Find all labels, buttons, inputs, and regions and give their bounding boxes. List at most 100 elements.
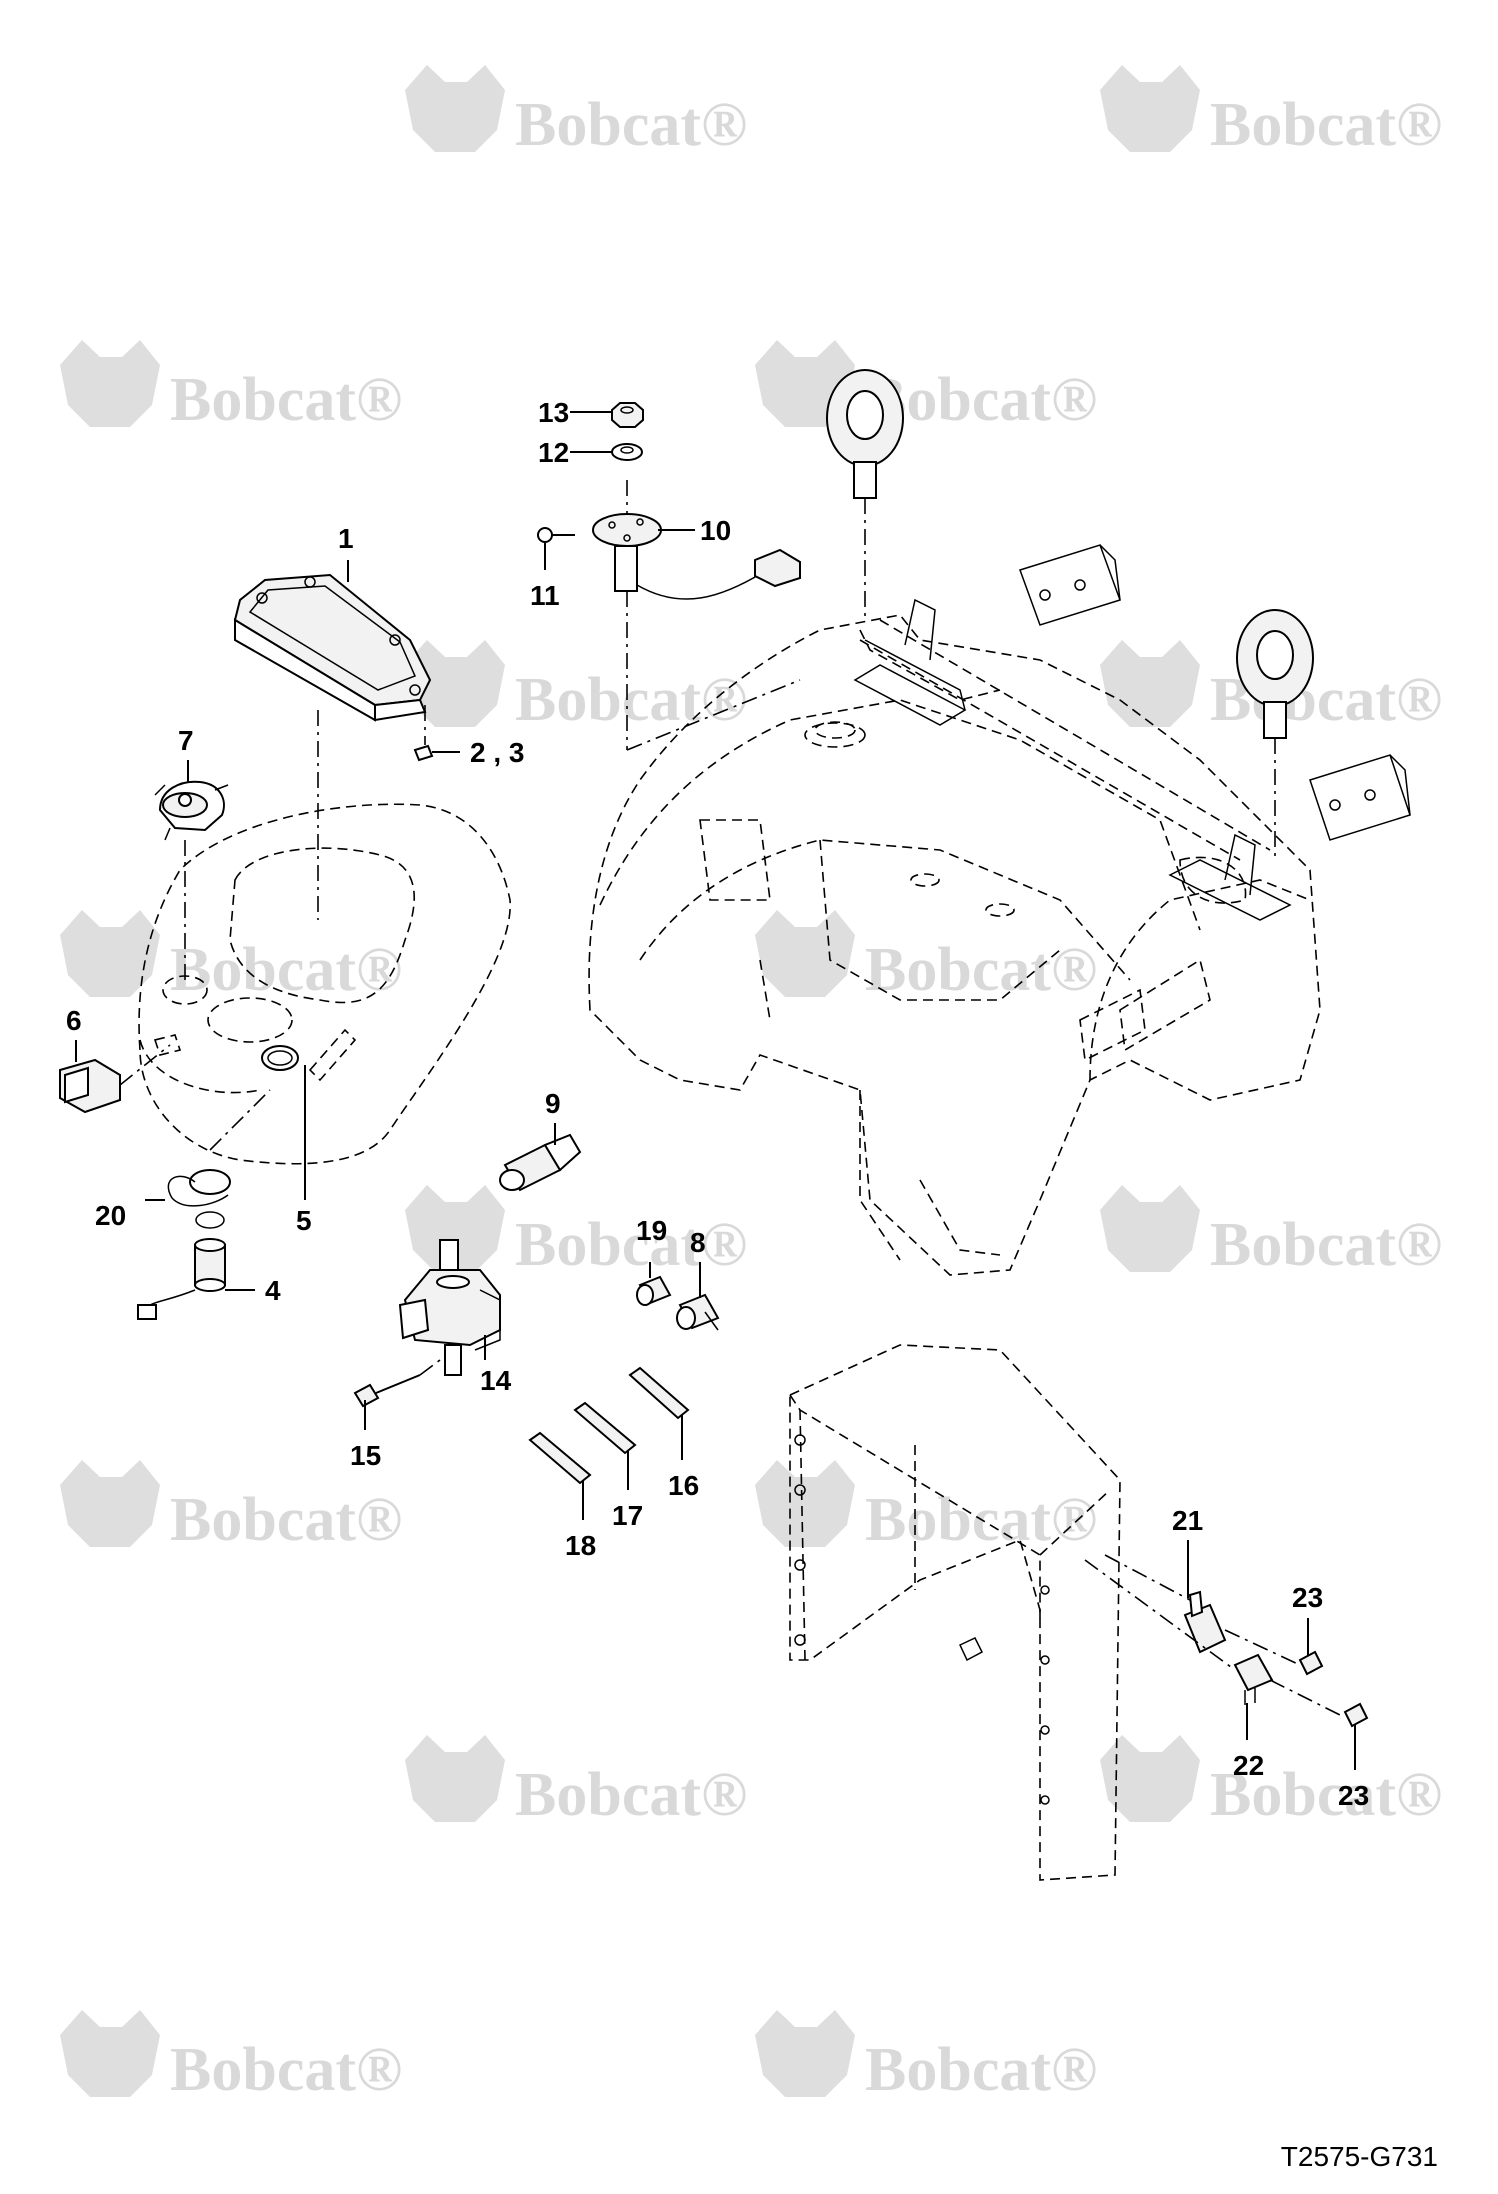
callouts: 1 2 , 3 4 5 6 7 8 9 10 11 12 13 14 15 16… bbox=[66, 397, 1369, 1811]
bobcat-watermark: Bobcat® bbox=[1100, 1185, 1442, 1279]
callout-18: 18 bbox=[565, 1530, 596, 1561]
watermark-text: Bobcat® bbox=[1210, 1761, 1442, 1829]
bobcat-watermark: Bobcat® bbox=[60, 910, 402, 1004]
callout-5: 5 bbox=[296, 1205, 312, 1236]
callout-8: 8 bbox=[690, 1227, 706, 1258]
callout-13: 13 bbox=[538, 397, 569, 428]
buzzer-part-7 bbox=[154, 780, 229, 985]
callout-21: 21 bbox=[1172, 1505, 1203, 1536]
callout-20: 20 bbox=[95, 1200, 126, 1231]
watermark-text: Bobcat® bbox=[515, 666, 747, 734]
watermark-text: Bobcat® bbox=[170, 936, 402, 1004]
callout-7: 7 bbox=[178, 725, 194, 756]
rocker-switch-part-6 bbox=[59, 1044, 171, 1114]
watermark-text: Bobcat® bbox=[865, 936, 1097, 1004]
bolt-part-15 bbox=[353, 1359, 441, 1408]
bobcat-logo-icon bbox=[60, 2010, 160, 2097]
bobcat-watermark: Bobcat® bbox=[1100, 65, 1442, 159]
fuse-blade-part-18 bbox=[528, 1431, 592, 1485]
bobcat-watermark: Bobcat® bbox=[60, 340, 402, 434]
fuel-sender-part-10 bbox=[592, 480, 801, 751]
watermark-text: Bobcat® bbox=[515, 1761, 747, 1829]
bobcat-logo-icon bbox=[755, 1460, 855, 1547]
callout-23-upper: 23 bbox=[1292, 1582, 1323, 1613]
bobcat-watermark: Bobcat® bbox=[60, 2010, 402, 2104]
watermark-text: Bobcat® bbox=[515, 1211, 747, 1279]
callout-15: 15 bbox=[350, 1440, 381, 1471]
callout-14: 14 bbox=[480, 1365, 512, 1396]
callout-2-3: 2 , 3 bbox=[470, 737, 524, 768]
watermark-layer: Bobcat® Bobcat® Bobcat® Bobcat® Bobcat® Bobca… bbox=[60, 65, 1442, 2104]
bobcat-logo-icon bbox=[60, 1460, 160, 1547]
bobcat-logo-icon bbox=[405, 1185, 505, 1272]
bobcat-watermark: Bobcat® bbox=[755, 340, 1097, 434]
plug-part-5 bbox=[261, 1045, 299, 1071]
sensor-part-9 bbox=[499, 1133, 582, 1192]
lifting-eye-right bbox=[1236, 609, 1314, 860]
fuse-holder-part-8 bbox=[676, 1293, 720, 1331]
bobcat-logo-icon bbox=[405, 65, 505, 152]
fuse-part-19 bbox=[636, 1275, 672, 1306]
watermark-text: Bobcat® bbox=[1210, 1211, 1442, 1279]
lifting-eye-left bbox=[826, 369, 904, 620]
fuse-blade-part-17 bbox=[573, 1401, 637, 1455]
bobcat-watermark: Bobcat® bbox=[755, 910, 1097, 1004]
bobcat-logo-icon bbox=[1100, 640, 1200, 727]
leader-lines bbox=[75, 411, 1356, 1770]
bobcat-watermark: Bobcat® bbox=[755, 2010, 1097, 2104]
fender-floor-assembly bbox=[588, 614, 1321, 1276]
callout-17: 17 bbox=[612, 1500, 643, 1531]
figure-id: T2575-G731 bbox=[1281, 2141, 1438, 2172]
watermark-text: Bobcat® bbox=[170, 2036, 402, 2104]
bobcat-logo-icon bbox=[405, 640, 505, 727]
bobcat-logo-icon bbox=[755, 2010, 855, 2097]
bobcat-logo-icon bbox=[1100, 65, 1200, 152]
bobcat-logo-icon bbox=[405, 1735, 505, 1822]
watermark-text: Bobcat® bbox=[515, 91, 747, 159]
instrument-panel-part-1 bbox=[233, 573, 432, 920]
bobcat-watermark: Bobcat® bbox=[755, 1460, 1097, 1554]
bolt-part-23-upper bbox=[1298, 1650, 1324, 1676]
watermark-text: Bobcat® bbox=[1210, 91, 1442, 159]
rops-mount-brackets bbox=[853, 544, 1411, 921]
watermark-text: Bobcat® bbox=[170, 366, 402, 434]
callout-22: 22 bbox=[1233, 1750, 1264, 1781]
watermark-text: Bobcat® bbox=[170, 1486, 402, 1554]
callout-4: 4 bbox=[265, 1275, 281, 1306]
nut-part-13 bbox=[611, 402, 644, 428]
watermark-text: Bobcat® bbox=[865, 2036, 1097, 2104]
bobcat-logo-icon bbox=[1100, 1735, 1200, 1822]
relay-base-part-21 bbox=[1104, 1554, 1301, 1666]
side-cover-panel bbox=[789, 1344, 1121, 1881]
bobcat-watermark: Bobcat® bbox=[1100, 640, 1442, 734]
key-switch-part-4 bbox=[137, 1238, 226, 1320]
callout-19: 19 bbox=[636, 1215, 667, 1246]
callout-10: 10 bbox=[700, 515, 731, 546]
callout-12: 12 bbox=[538, 437, 569, 468]
fuel-pump-part-14 bbox=[398, 1239, 501, 1376]
washer-part-12 bbox=[611, 443, 643, 461]
callout-6: 6 bbox=[66, 1005, 82, 1036]
bobcat-watermark: Bobcat® bbox=[60, 1460, 402, 1554]
bobcat-watermark: Bobcat® bbox=[405, 1185, 747, 1279]
screw-part-2-3 bbox=[413, 705, 460, 762]
bobcat-logo-icon bbox=[60, 340, 160, 427]
callout-9: 9 bbox=[545, 1088, 561, 1119]
bobcat-watermark: Bobcat® bbox=[405, 1735, 747, 1829]
callout-23-lower: 23 bbox=[1338, 1780, 1369, 1811]
screw-part-11 bbox=[537, 527, 575, 543]
cap-part-20 bbox=[167, 1089, 271, 1229]
callout-11: 11 bbox=[530, 580, 560, 611]
bobcat-watermark: Bobcat® bbox=[405, 65, 747, 159]
bobcat-logo-icon bbox=[1100, 1185, 1200, 1272]
callout-1: 1 bbox=[338, 523, 354, 554]
bobcat-watermark: Bobcat® bbox=[1100, 1735, 1442, 1829]
bobcat-logo-icon bbox=[60, 910, 160, 997]
bobcat-watermark: Bobcat® bbox=[405, 640, 747, 734]
bolt-part-23-lower bbox=[1343, 1702, 1369, 1728]
relay-part-22 bbox=[1084, 1559, 1341, 1716]
fuse-blade-part-16 bbox=[628, 1366, 690, 1420]
dashboard-cowl bbox=[138, 803, 511, 1165]
bobcat-logo-icon bbox=[755, 910, 855, 997]
